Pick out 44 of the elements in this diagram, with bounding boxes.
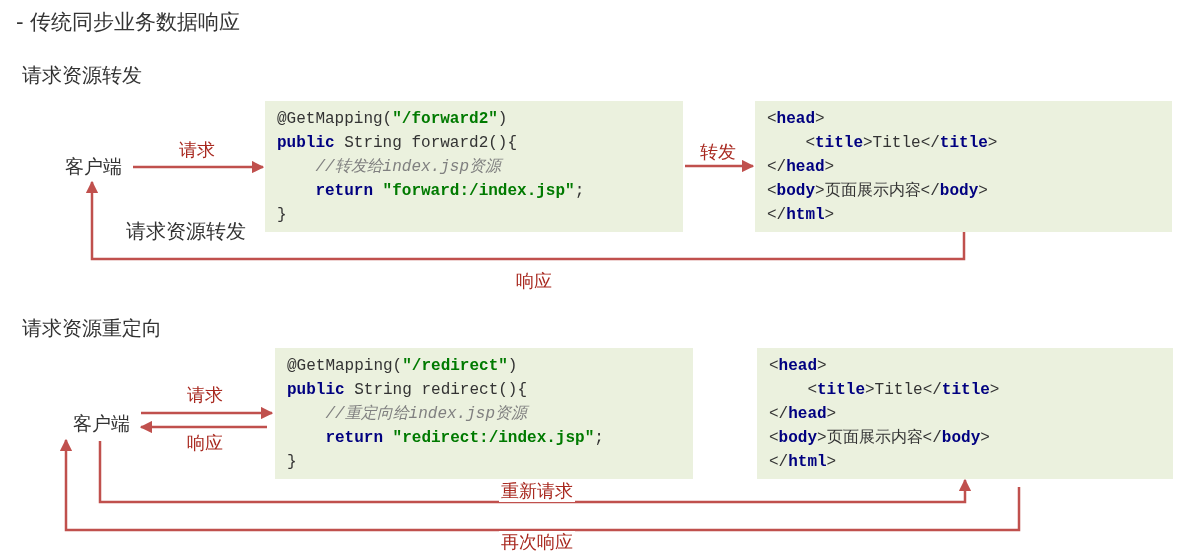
code-line: return "redirect:/index.jsp"; bbox=[325, 428, 604, 449]
client-text: 客户端 bbox=[55, 152, 131, 182]
code-line: </html> bbox=[769, 452, 837, 473]
code-line: </head> bbox=[769, 404, 837, 425]
code-line: <title>Title</title> bbox=[805, 133, 998, 154]
client-text: 客户端 bbox=[63, 409, 139, 439]
code-line: <head> bbox=[769, 356, 827, 377]
code-line: } bbox=[287, 452, 297, 473]
arrow bbox=[133, 160, 265, 174]
arrow bbox=[141, 406, 274, 420]
code-panel bbox=[265, 101, 683, 232]
code-panel bbox=[755, 101, 1172, 232]
edge-label: 请求 bbox=[185, 384, 225, 406]
code-line: </html> bbox=[767, 205, 835, 226]
edge-label: 转发 bbox=[698, 141, 738, 163]
caption-text: 请求资源转发 bbox=[126, 218, 246, 245]
code-line: return "forward:/index.jsp"; bbox=[315, 181, 585, 202]
edge-label: 响应 bbox=[514, 270, 554, 292]
code-panel bbox=[275, 348, 693, 479]
code-line: public String forward2(){ bbox=[277, 133, 518, 154]
code-comment: //重定向给index.jsp资源 bbox=[325, 403, 527, 425]
section-heading: 请求资源重定向 bbox=[22, 315, 162, 342]
code-line: @GetMapping("/forward2") bbox=[277, 109, 508, 130]
code-line: <body>页面展示内容</body> bbox=[769, 427, 990, 449]
arrow bbox=[59, 438, 1021, 532]
edge-label: 请求 bbox=[177, 139, 217, 161]
arrow bbox=[85, 180, 966, 261]
code-line: <head> bbox=[767, 109, 825, 130]
arrow bbox=[139, 420, 267, 434]
code-line: <title>Title</title> bbox=[807, 380, 1000, 401]
code-line: </head> bbox=[767, 157, 835, 178]
section-heading: 请求资源转发 bbox=[22, 62, 142, 89]
code-comment: //转发给index.jsp资源 bbox=[315, 157, 501, 178]
edge-label: 重新请求 bbox=[499, 480, 575, 502]
code-line: } bbox=[277, 205, 287, 226]
code-panel bbox=[757, 348, 1173, 479]
edge-label: 再次响应 bbox=[499, 531, 575, 553]
code-line: @GetMapping("/redirect") bbox=[287, 356, 518, 377]
code-line: public String redirect(){ bbox=[287, 380, 528, 401]
code-line: <body>页面展示内容</body> bbox=[767, 180, 988, 202]
arrow bbox=[685, 159, 755, 173]
edge-label: 响应 bbox=[185, 432, 225, 454]
slide-title: - 传统同步业务数据响应 bbox=[16, 9, 241, 36]
arrow bbox=[98, 441, 972, 504]
